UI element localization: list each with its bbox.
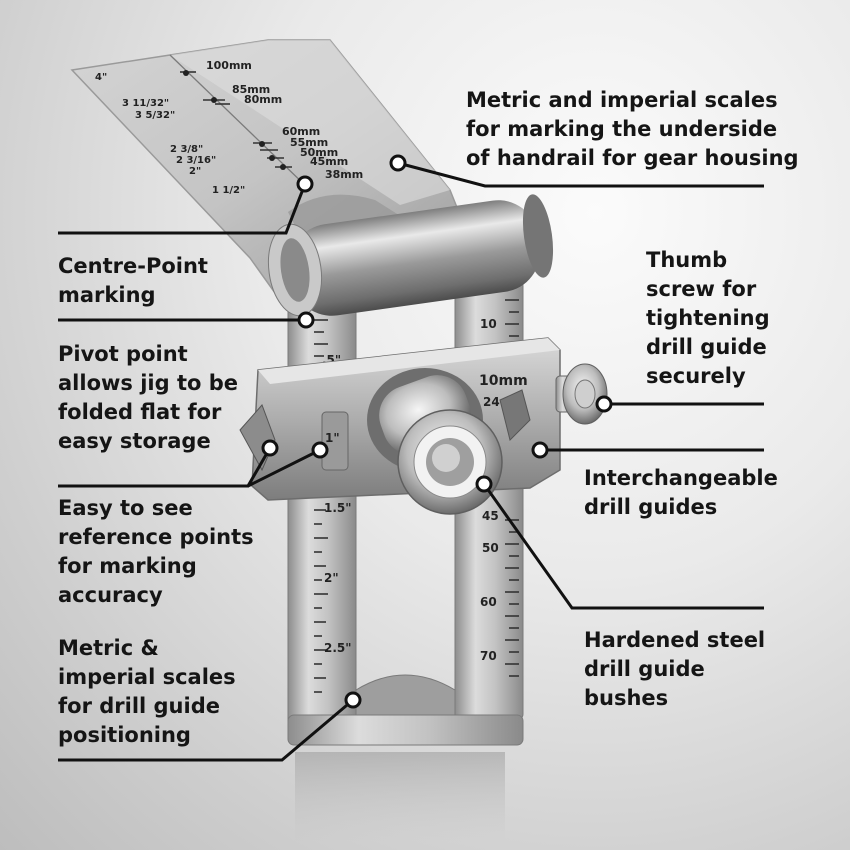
top-imperial-2in: 2" <box>189 166 201 177</box>
top-metric-60: 60mm <box>282 125 320 138</box>
top-metric-100: 100mm <box>206 59 252 72</box>
top-metric-85: 85mm <box>232 83 270 96</box>
callout-reference-points: Easy to see reference points for marking… <box>58 496 254 607</box>
thumb-screw <box>555 363 608 425</box>
top-imperial-2-3-16: 2 3/16" <box>176 155 216 166</box>
lower-imperial-15: 1.5" <box>324 501 352 515</box>
callout-centre-point: Centre-Point marking <box>58 254 208 307</box>
lower-imperial-1-block: 1" <box>325 431 340 445</box>
top-imperial-2-3-8: 2 3/8" <box>170 144 203 155</box>
top-metric-55: 55mm <box>290 136 328 149</box>
callout-metric-imperial-handrail: Metric and imperial scales for marking t… <box>466 88 799 170</box>
lower-metric-24: 24 <box>483 395 500 409</box>
top-imperial-3-11-32: 3 11/32" <box>122 98 169 109</box>
top-metric-80: 80mm <box>244 93 282 106</box>
drill-guide-bush <box>367 368 503 515</box>
callout-thumb-screw: Thumb screw for tightening drill guide s… <box>646 248 770 388</box>
callout-hardened-steel: Hardened steel drill guide bushes <box>584 628 766 710</box>
bottom-bridge <box>287 714 524 746</box>
callout-metric-imperial-drill: Metric & imperial scales for drill guide… <box>58 636 236 747</box>
top-metric-38: 38mm <box>325 168 363 181</box>
lower-metric-60: 60 <box>480 595 497 609</box>
top-imperial-1-1-2: 1 1/2" <box>212 185 245 196</box>
lower-imperial-2: 2" <box>324 571 339 585</box>
bottom-cutout <box>355 674 456 721</box>
lower-metric-10: 10 <box>480 317 497 331</box>
top-imperial-4in: 4" <box>95 72 107 83</box>
guide-size-10mm: 10mm <box>479 373 528 389</box>
top-imperial-3-5-32: 3 5/32" <box>135 110 175 121</box>
handle-cylinder <box>267 194 554 317</box>
lower-metric-50: 50 <box>482 541 499 555</box>
lower-metric-70: 70 <box>480 649 497 663</box>
top-metric-50: 50mm <box>300 146 338 159</box>
callout-interchangeable: Interchangeable drill guides <box>584 466 778 519</box>
callout-pivot-point: Pivot point allows jig to be folded flat… <box>58 342 238 453</box>
top-metric-45: 45mm <box>310 155 348 168</box>
leader-lines <box>58 161 764 762</box>
lower-imperial-25: 2.5" <box>324 641 352 655</box>
lower-metric-45: 45 <box>482 509 499 523</box>
leader-dots <box>261 154 613 709</box>
floor-reflection <box>295 752 505 842</box>
